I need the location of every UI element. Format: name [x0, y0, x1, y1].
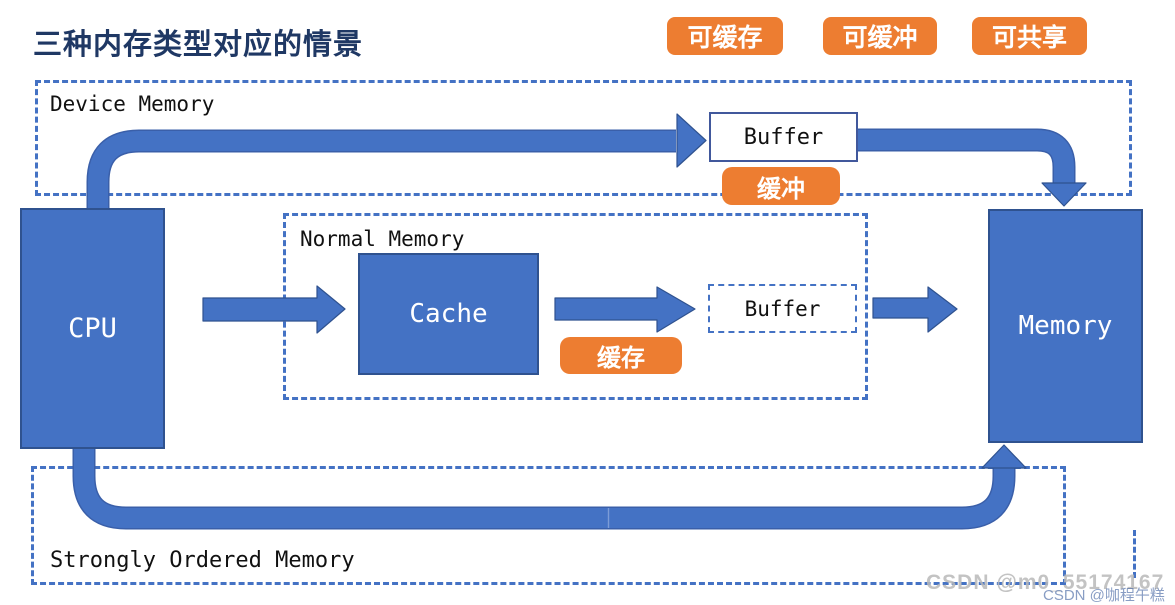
region-strongly-ordered-memory-label: Strongly Ordered Memory	[50, 548, 355, 573]
node-buffer-device: Buffer	[709, 112, 858, 162]
watermark-primary: CSDN @m0_55174167	[926, 571, 1165, 594]
tag-cache: 缓存	[560, 337, 682, 374]
node-memory: Memory	[988, 209, 1143, 443]
node-buffer-device-label: Buffer	[743, 124, 824, 150]
page-title: 三种内存类型对应的情景	[33, 29, 364, 61]
node-buffer-normal-label: Buffer	[744, 296, 821, 321]
node-cpu-label: CPU	[68, 313, 117, 344]
watermark-secondary: CSDN @咖程午糕	[1043, 587, 1165, 604]
arrow-buffer-to-memory	[872, 286, 958, 333]
region-normal-memory-label: Normal Memory	[300, 227, 465, 251]
region-device-memory: Device Memory	[35, 80, 1132, 196]
node-cache-label: Cache	[409, 299, 488, 329]
region-strongly-ordered-memory: Strongly Ordered Memory	[31, 466, 1066, 585]
stray-dashed-fragment	[1133, 530, 1136, 578]
node-buffer-normal: Buffer	[708, 284, 857, 333]
node-memory-label: Memory	[1018, 311, 1113, 341]
node-cache: Cache	[358, 253, 539, 375]
legend-badge-shareable: 可共享	[972, 17, 1087, 55]
tag-buffer: 缓冲	[722, 167, 840, 205]
region-device-memory-label: Device Memory	[50, 92, 215, 116]
legend-badge-bufferable: 可缓冲	[823, 17, 937, 55]
node-cpu: CPU	[20, 208, 165, 449]
legend-badge-cacheable: 可缓存	[667, 17, 783, 55]
